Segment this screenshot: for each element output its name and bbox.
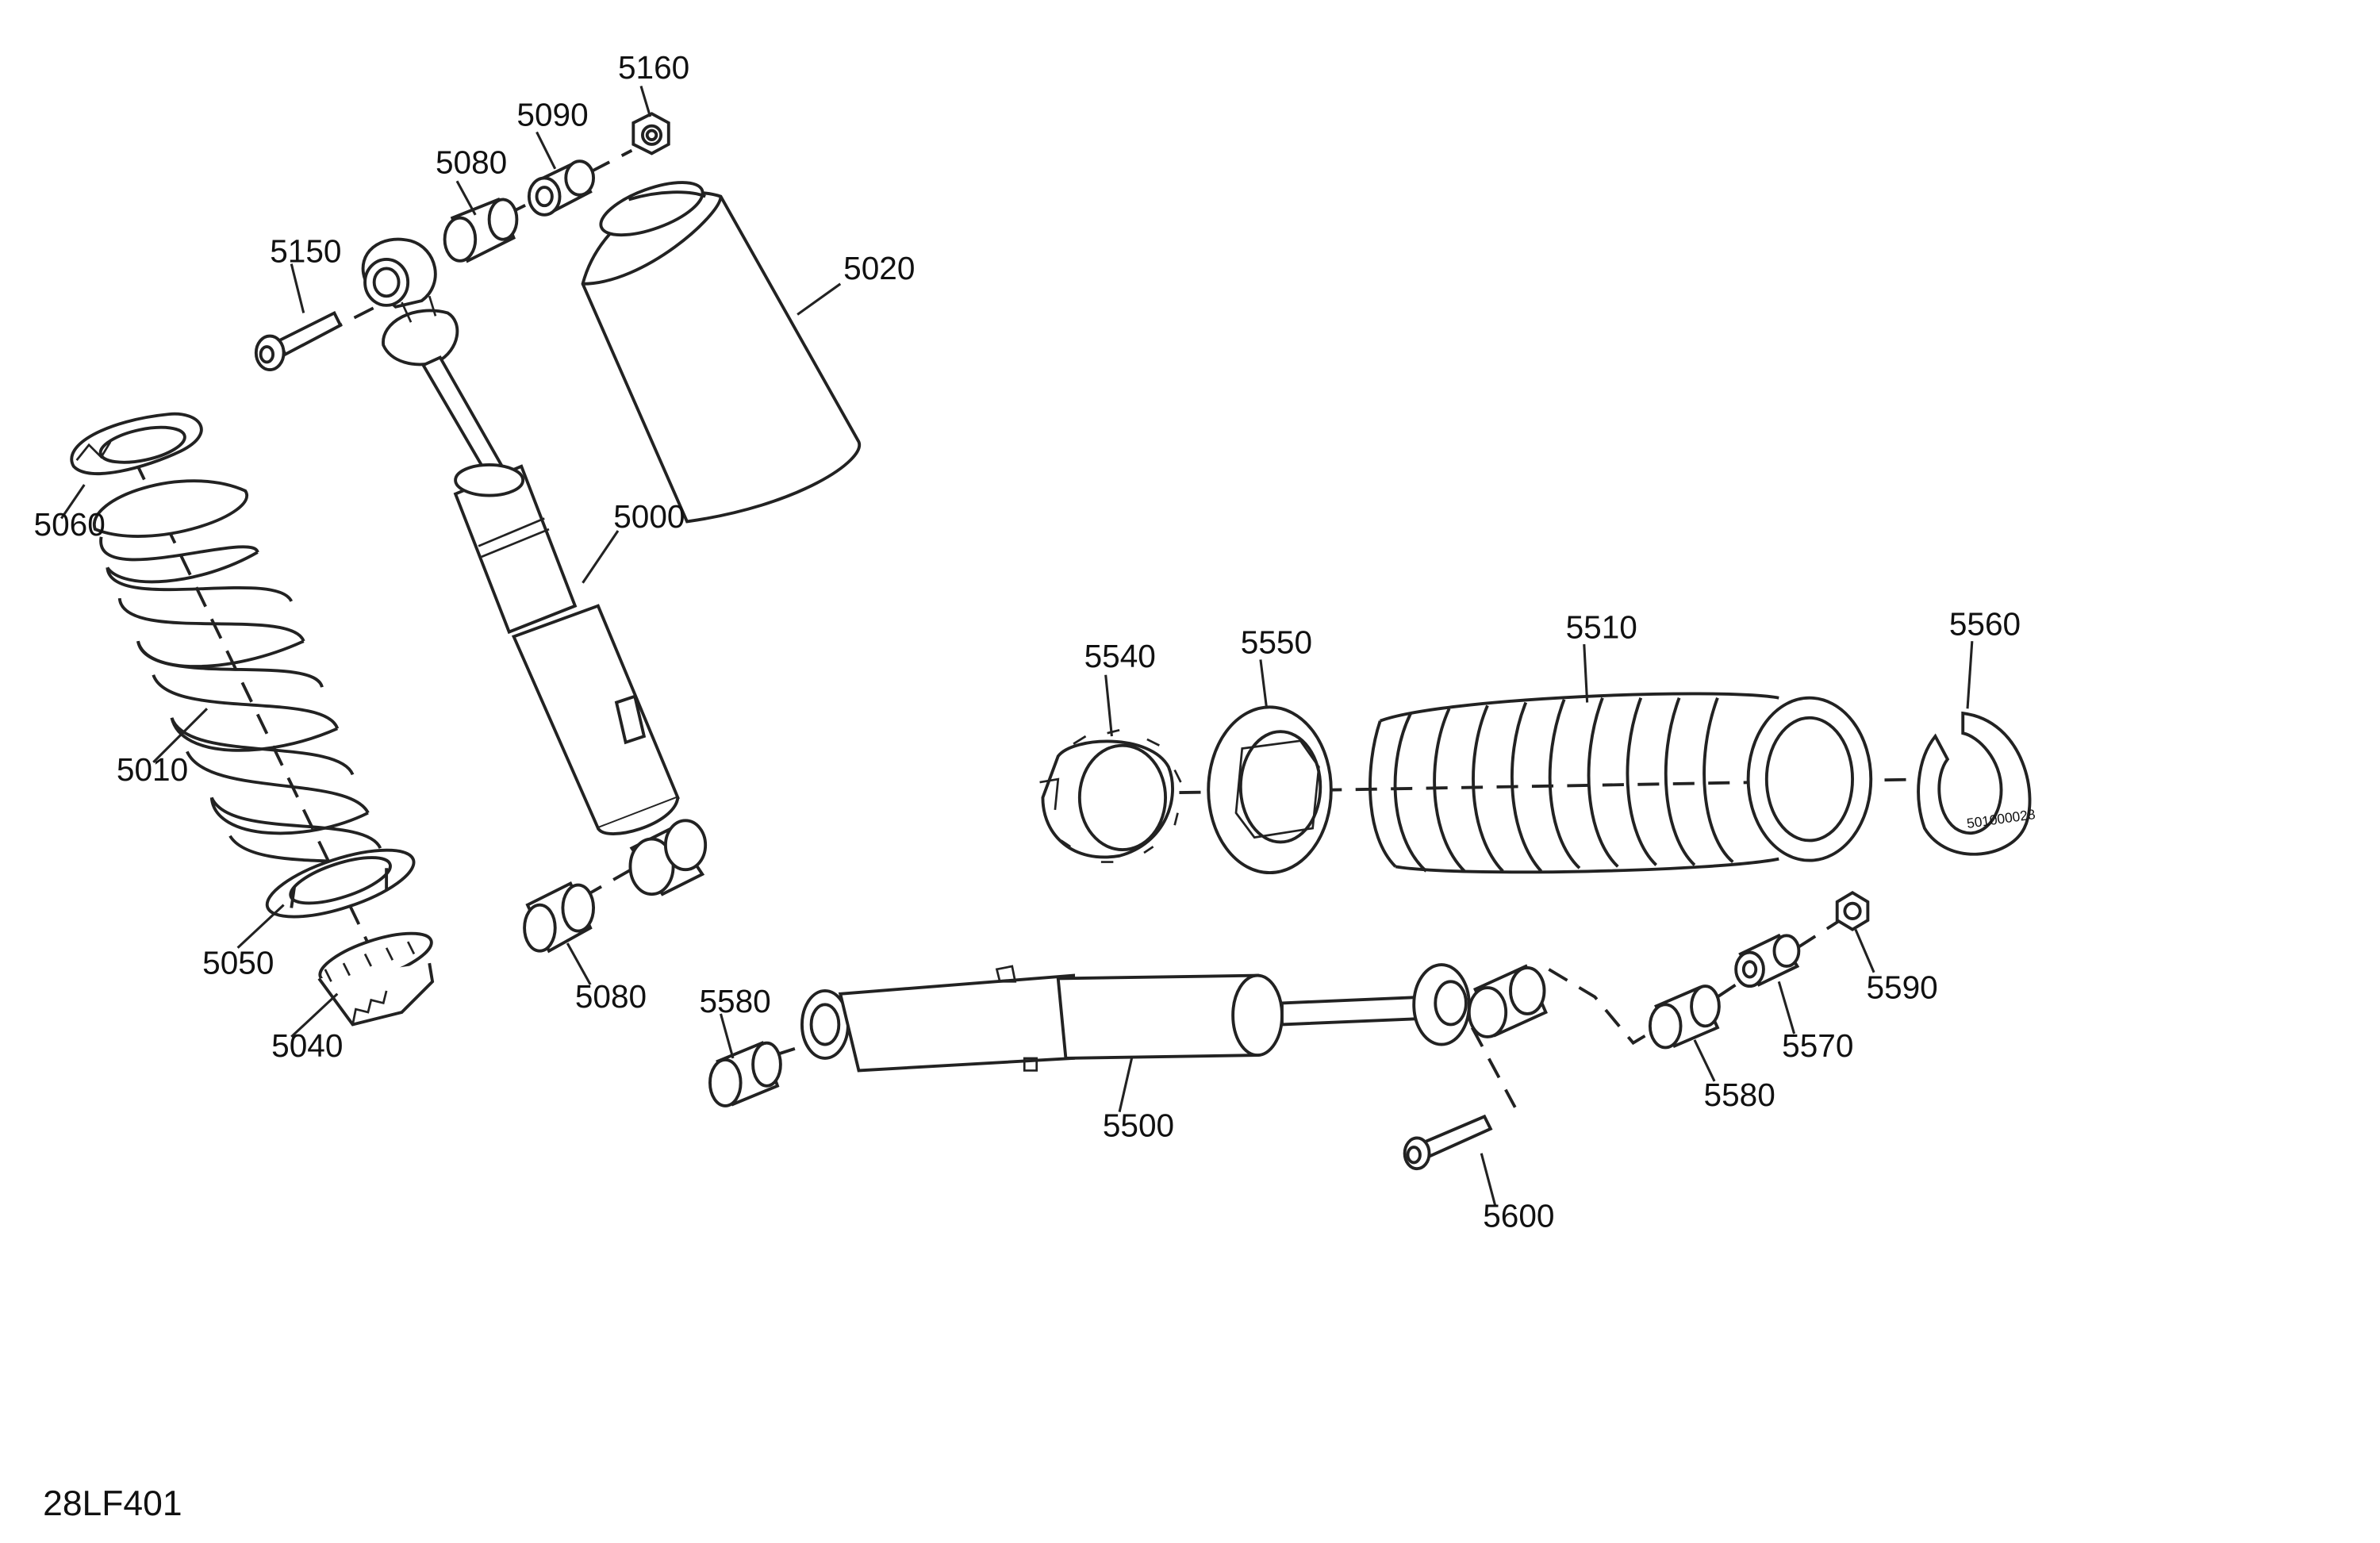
label-5580-right: 5580 [1704, 1077, 1775, 1113]
label-5600: 5600 [1483, 1198, 1554, 1234]
label-5580-left: 5580 [699, 983, 770, 1019]
adjuster-5040 [317, 931, 435, 1027]
nut-5160 [631, 112, 670, 155]
label-5010: 5010 [117, 751, 188, 788]
leader-lines [60, 86, 1974, 1206]
label-5560: 5560 [1949, 605, 2021, 642]
label-5080-top: 5080 [436, 144, 507, 181]
label-5080-bottom: 5080 [575, 978, 647, 1015]
bushing-5080-upper [443, 197, 519, 263]
label-5150: 5150 [270, 233, 341, 270]
callout-labels: 5160 5090 5080 5150 5020 5000 5060 5010 … [34, 49, 2021, 1234]
spacer-5090 [527, 159, 595, 217]
label-5000: 5000 [613, 498, 685, 535]
spacer-5570 [1734, 933, 1801, 988]
label-5160: 5160 [618, 49, 689, 86]
boot-5020 [581, 181, 862, 524]
spring-seat-5050 [265, 848, 416, 919]
spring-5010 [92, 479, 388, 873]
label-5590: 5590 [1866, 969, 1937, 1006]
shock-absorber-5000 [361, 237, 680, 835]
retainer-5060 [70, 412, 203, 475]
label-5040: 5040 [271, 1027, 343, 1064]
nut-5590 [1835, 890, 1870, 931]
shock-absorber-5500 [800, 963, 1548, 1073]
label-5050: 5050 [202, 945, 274, 981]
split-ring-5560: 501000028 [1917, 711, 2036, 856]
bolt-5600 [1403, 1114, 1493, 1171]
label-5570: 5570 [1782, 1027, 1853, 1064]
label-5540: 5540 [1084, 638, 1156, 674]
washer-5550 [1207, 705, 1333, 875]
bushing-5580-left [708, 1041, 782, 1107]
bushing-5080-lower [523, 819, 708, 954]
spring-5510 [1368, 692, 1873, 874]
label-5550: 5550 [1241, 624, 1312, 661]
label-5020: 5020 [843, 250, 915, 286]
label-5060: 5060 [34, 506, 106, 543]
label-5090: 5090 [516, 97, 588, 133]
label-5510: 5510 [1566, 608, 1637, 645]
drawing-code: 28LF401 [43, 1484, 182, 1523]
label-5500: 5500 [1103, 1107, 1174, 1144]
bushing-5580-right [1648, 985, 1721, 1050]
lock-ring-5540 [1039, 728, 1182, 863]
bolt-5150 [254, 310, 343, 371]
